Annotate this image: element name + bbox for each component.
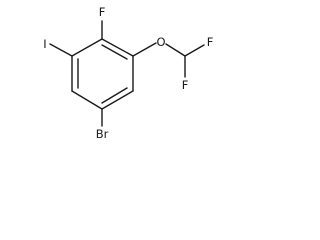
ring-bond-5 [71,90,103,110]
bond-c-i [49,43,73,57]
atom-label-oxygen: O [156,35,165,49]
ring-bond-4-inner [101,87,128,104]
atom-label-fluorine-lower: F [182,78,189,92]
atom-label-iodine: I [43,37,46,51]
bond-ch-f-upper [184,44,205,57]
structure-canvas: I F O F F Br [43,5,214,141]
ring-bond-2 [101,38,134,57]
bond-o-ch [165,43,186,57]
molecule-structure: I F O F F Br [43,5,214,141]
ring-bond-1 [71,38,103,57]
bond-c-o [132,42,157,57]
atom-label-bromine: Br [96,127,109,141]
atom-label-fluorine-upper: F [207,35,214,49]
ring-bond-2-inner [101,44,128,60]
ring-bond-4 [101,90,134,110]
atom-label-fluorine-ring: F [99,5,106,19]
